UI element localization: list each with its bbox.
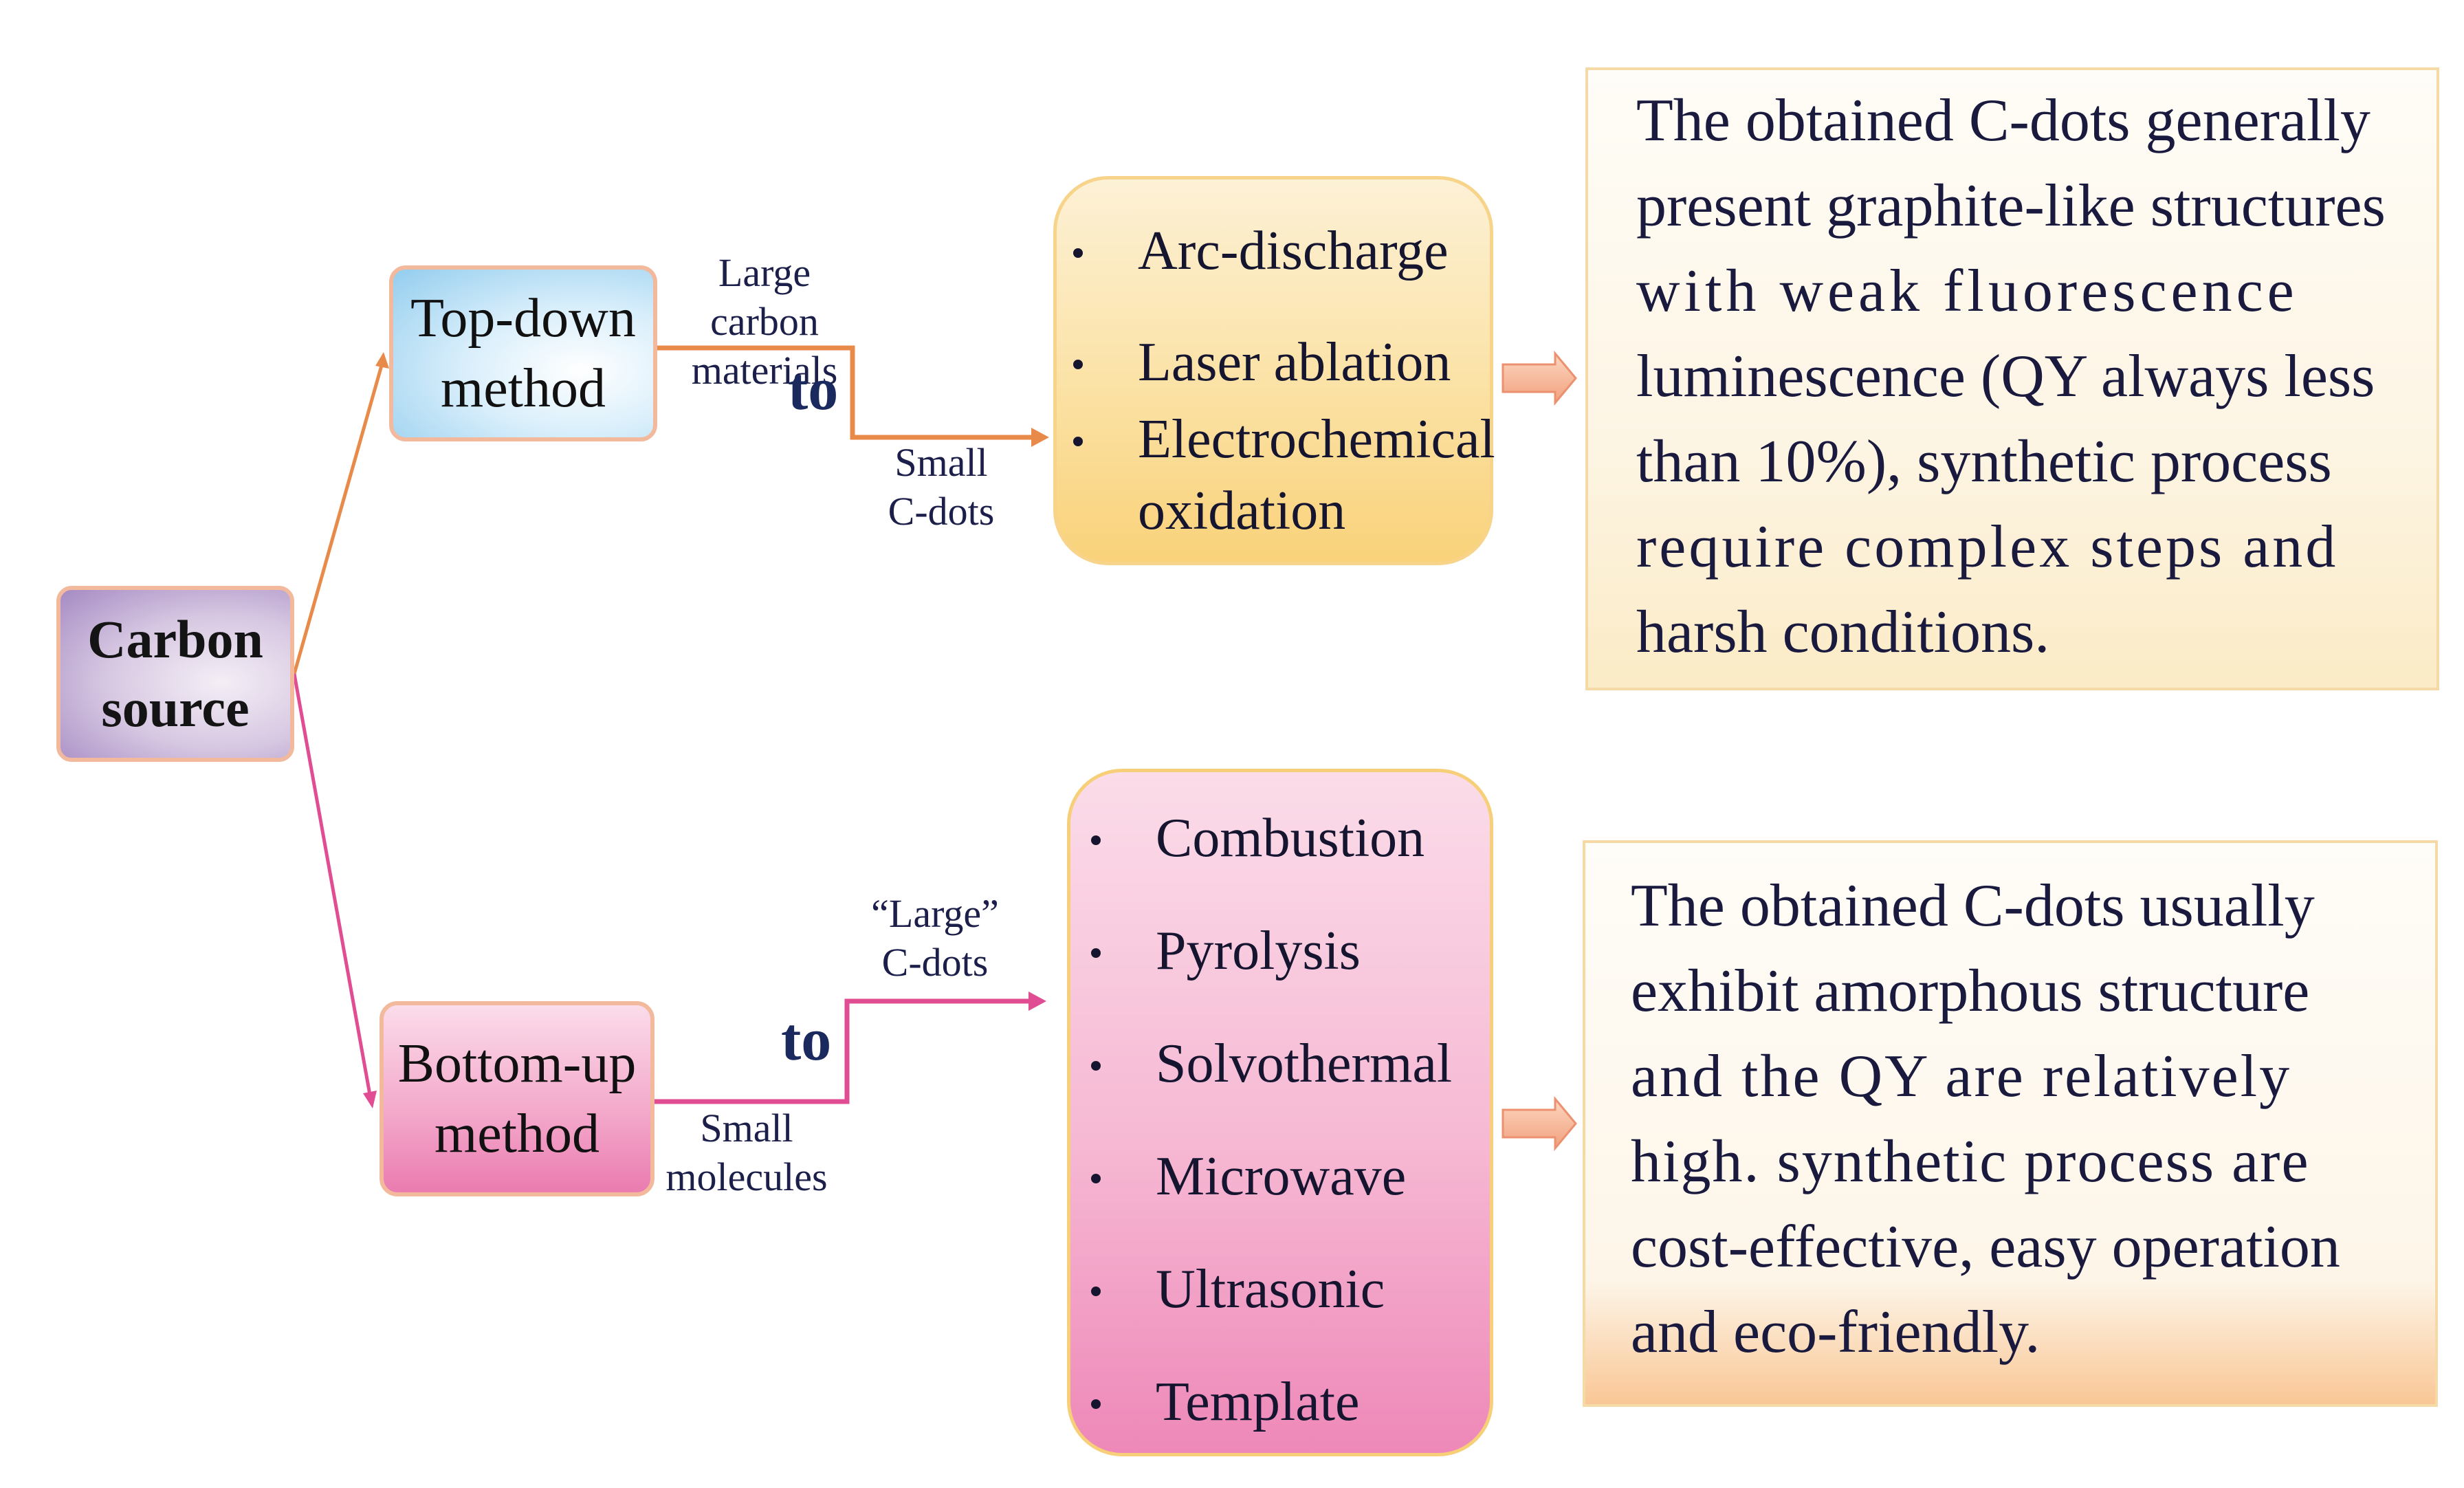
method-item: Ultrasonic [1156,1259,1385,1320]
method-item: Combustion [1156,808,1425,868]
fat-arrow-top [1502,350,1577,406]
bottom-input-label: Small molecules [666,1106,828,1199]
top-input-label: Large carbon materials [691,250,838,393]
carbon-source-label: Carbon source [87,609,263,738]
note-line: The obtained C-dots generally [1636,87,2370,154]
note-line: high. synthetic process are [1631,1128,2310,1195]
bottom-up-summary-note: The obtained C-dots usually exhibit amor… [1583,840,2438,1407]
bullet-icon [1091,835,1101,845]
note-line: present graphite-like structures [1636,173,2386,239]
note-line: luminescence (QY always less [1636,343,2375,410]
note-line: and eco-friendly. [1631,1299,2040,1366]
note-line: exhibit amorphous structure [1631,958,2310,1025]
method-item: Arc-discharge [1138,221,1449,281]
bullet-icon [1091,1399,1101,1409]
method-item: Pyrolysis [1156,921,1361,981]
arrow-carbon-to-bottom-up [292,673,377,1108]
bullet-icon [1091,948,1101,958]
top-down-methods-box: Arc-discharge Laser ablation Electrochem… [1053,176,1495,565]
top-down-summary-note: The obtained C-dots generally present gr… [1585,67,2439,690]
method-item: Microwave [1156,1146,1407,1207]
bullet-icon [1091,1287,1101,1296]
bottom-up-methods-box: Combustion Pyrolysis Solvothermal Microw… [1067,769,1493,1456]
top-down-label: Top-down method [410,287,636,419]
bottom-output-label: “Large” C-dots [871,891,999,985]
bullet-icon [1073,360,1083,369]
carbon-source-node: Carbon source [56,586,294,762]
note-line: require complex steps and [1636,514,2339,580]
bottom-to-label: to [781,1007,832,1073]
method-item: Laser ablation [1138,332,1451,393]
bottom-up-label: Bottom-up method [397,1033,637,1164]
bullet-icon [1091,1061,1101,1071]
top-down-node: Top-down method [389,265,657,441]
bullet-icon [1073,248,1083,258]
top-output-label: Small C-dots [888,440,995,534]
note-line: than 10%), synthetic process [1636,428,2332,495]
note-line: and the QY are relatively [1631,1043,2292,1110]
bottom-up-node: Bottom-up method [380,1001,654,1196]
arrow-carbon-to-top-down [292,352,389,675]
note-line: with weak fluorescence [1636,258,2298,325]
top-to-label: to [788,356,839,423]
note-line: harsh conditions. [1636,599,2050,666]
note-line: cost-effective, easy operation [1631,1214,2340,1280]
note-line: The obtained C-dots usually [1631,873,2315,939]
method-item: Electrochemical oxidation [1138,409,1495,541]
fat-arrow-bottom [1502,1095,1577,1152]
method-item: Solvothermal [1156,1033,1453,1094]
bullet-icon [1073,437,1083,446]
method-item: Template [1156,1372,1360,1432]
connector-top-down-to-methods [657,345,1049,447]
bullet-icon [1091,1174,1101,1183]
connector-bottom-up-to-methods [654,992,1046,1104]
